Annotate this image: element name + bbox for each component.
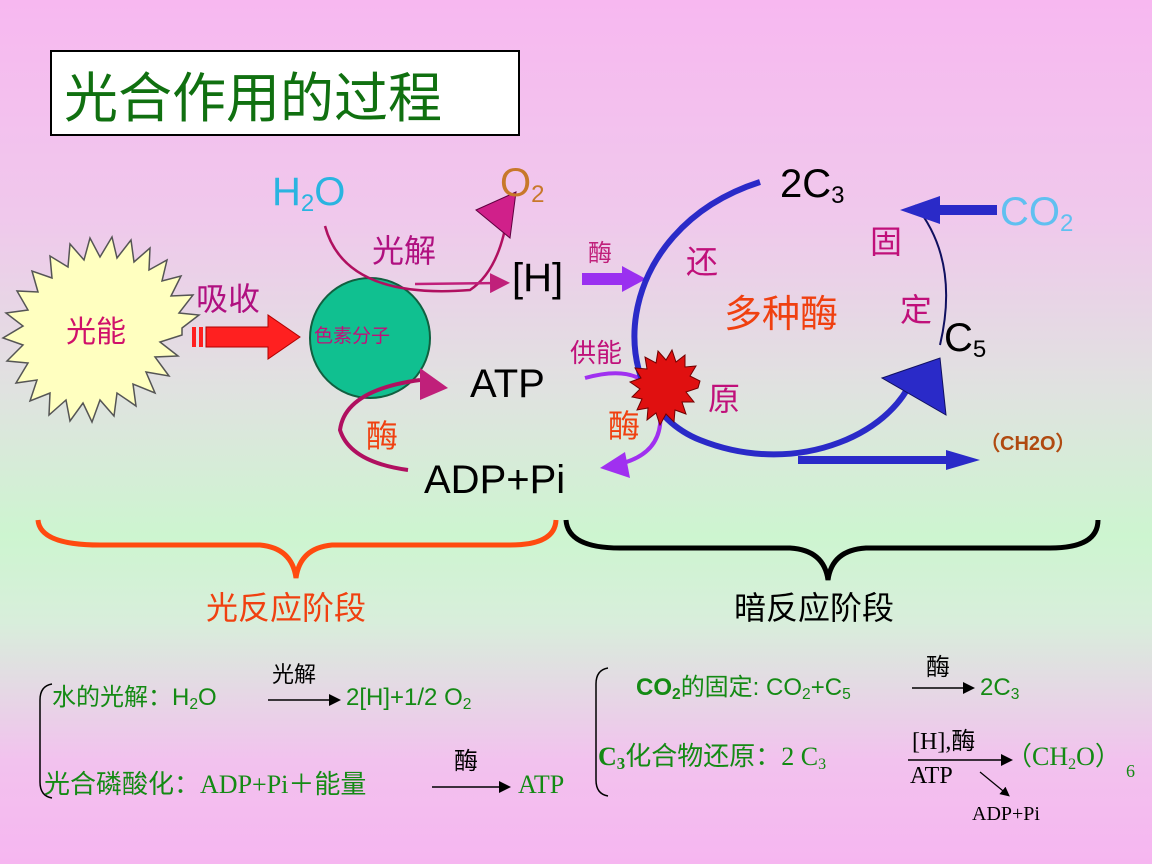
reduction-label-1: 还 xyxy=(686,244,719,280)
cycle-arrowhead xyxy=(880,357,947,416)
c3-reduction-product: （CH2O） xyxy=(1006,742,1121,773)
right-equations-bracket xyxy=(595,667,609,797)
h-to-cycle-arrow xyxy=(582,266,646,292)
left-equations-bracket xyxy=(39,683,53,799)
atp-enzyme-label: 酶 xyxy=(366,418,399,454)
photolysis-arrow xyxy=(323,211,510,293)
atp-regeneration-arrowhead xyxy=(420,368,448,400)
co2-fixation-equation: CO2的固定: CO2+C5 xyxy=(636,674,851,703)
light-stage-label: 光反应阶段 xyxy=(206,590,367,626)
dark-stage-brace xyxy=(563,519,1101,581)
sun-icon xyxy=(1,235,201,424)
photolysis-label: 光解 xyxy=(372,233,437,269)
reaction-starburst xyxy=(628,348,701,427)
absorb-arrow xyxy=(192,314,301,360)
fixation-label-1: 固 xyxy=(870,224,903,260)
h2o-label: H2O xyxy=(272,170,346,217)
co2-fixation-product: 2C3 xyxy=(980,674,1020,703)
adp-byproduct-arrow xyxy=(979,771,1010,797)
co2-fixation-condition: 酶 xyxy=(926,654,950,681)
water-photolysis-product: 2[H]+1/2 O2 xyxy=(346,684,472,713)
two-c3-label: 2C3 xyxy=(780,162,845,209)
co2-label: CO2 xyxy=(1000,190,1074,237)
light-stage-brace xyxy=(35,519,559,579)
energy-supply-label: 供能 xyxy=(570,338,623,368)
atp-label: ATP xyxy=(470,362,545,406)
phosphorylation-product: ATP xyxy=(518,770,565,799)
light-energy-label: 光能 xyxy=(66,316,126,349)
absorb-label: 吸收 xyxy=(196,281,261,317)
c3-reduction-subscript: 6 xyxy=(1126,761,1135,781)
c3-reduction-atp: ATP xyxy=(910,763,953,789)
c3-reduction-byproduct: ADP+Pi xyxy=(972,803,1040,825)
water-photolysis-equation: 水的光解：H2O xyxy=(52,684,217,713)
many-enzymes-label: 多种酶 xyxy=(724,294,839,336)
phosphorylation-condition: 酶 xyxy=(454,748,478,775)
adp-pi-label: ADP+Pi xyxy=(424,458,566,502)
ch2o-label: （CH2O） xyxy=(980,433,1076,455)
h-enzyme-label: 酶 xyxy=(588,240,612,267)
dark-stage-label: 暗反应阶段 xyxy=(734,590,895,626)
energy-supply-arrowhead xyxy=(600,452,630,478)
calvin-cycle-arc xyxy=(631,179,918,458)
co2-fixation-arrow xyxy=(900,196,997,224)
fixation-label-2: 定 xyxy=(900,292,933,328)
water-photolysis-condition: 光解 xyxy=(272,662,317,687)
c3-reduction-condition: [H],酶 xyxy=(912,729,976,755)
o2-arrowhead xyxy=(475,191,517,239)
pigment-label: 色素分子 xyxy=(314,326,391,347)
supply-enzyme-label: 酶 xyxy=(608,408,641,444)
atp-regeneration-arrow xyxy=(337,378,421,472)
h-label: [H] xyxy=(512,256,564,300)
h-release-arrow xyxy=(414,273,510,294)
o2-label: O2 xyxy=(500,161,545,208)
c5-label: C5 xyxy=(944,316,987,363)
ch2o-output-arrow xyxy=(798,450,980,470)
page-title: 光合作用的过程 xyxy=(50,50,520,136)
phosphorylation-equation: 光合磷酸化：ADP+Pi＋能量 xyxy=(44,770,367,799)
reduction-label-2: 原 xyxy=(708,381,741,417)
c3-reduction-equation: C3化合物还原：2 C3 xyxy=(598,742,827,774)
